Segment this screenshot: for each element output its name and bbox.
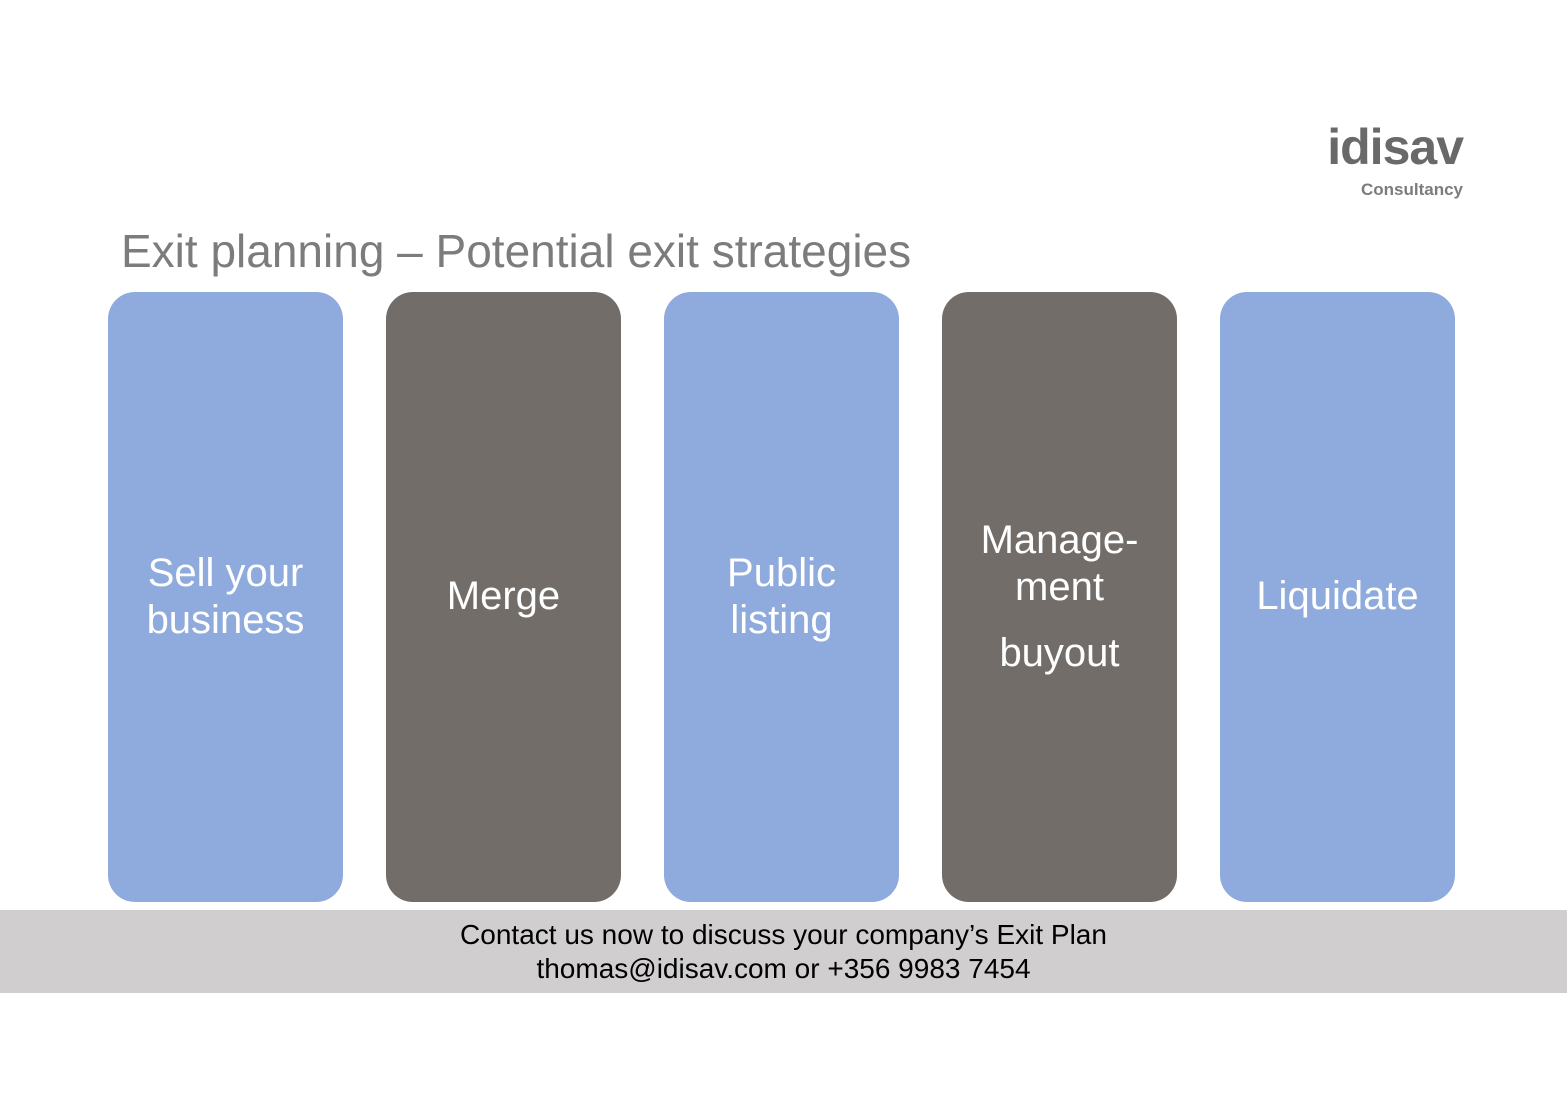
strategy-label: Liquidate (1256, 574, 1419, 619)
strategy-card-merge: Merge (386, 292, 621, 902)
strategy-card-public-listing: Public listing (664, 292, 899, 902)
contact-footer: Contact us now to discuss your company’s… (0, 910, 1567, 993)
page-title: Exit planning – Potential exit strategie… (121, 225, 912, 277)
strategy-card-sell-your-business: Sell your business (108, 292, 343, 902)
strategy-label-extra: buyout (999, 630, 1120, 675)
strategy-columns: Sell your business Merge Public listing … (108, 292, 1458, 902)
company-logo: idisav Consultancy (1327, 119, 1464, 199)
strategy-label: Merge (446, 574, 561, 619)
logo-tagline: Consultancy (1360, 180, 1463, 199)
strategy-card-management-buyout: Manage- ment buyout (942, 292, 1177, 902)
footer-line-2: thomas@idisav.com or +356 9983 7454 (536, 952, 1031, 984)
strategy-label: Sell your business (146, 550, 305, 642)
strategy-label: Manage- ment (980, 518, 1139, 610)
strategy-card-liquidate: Liquidate (1220, 292, 1455, 902)
strategy-label: Public listing (727, 550, 836, 642)
logo-name: idisav (1327, 119, 1464, 175)
footer-line-1: Contact us now to discuss your company’s… (460, 918, 1107, 950)
